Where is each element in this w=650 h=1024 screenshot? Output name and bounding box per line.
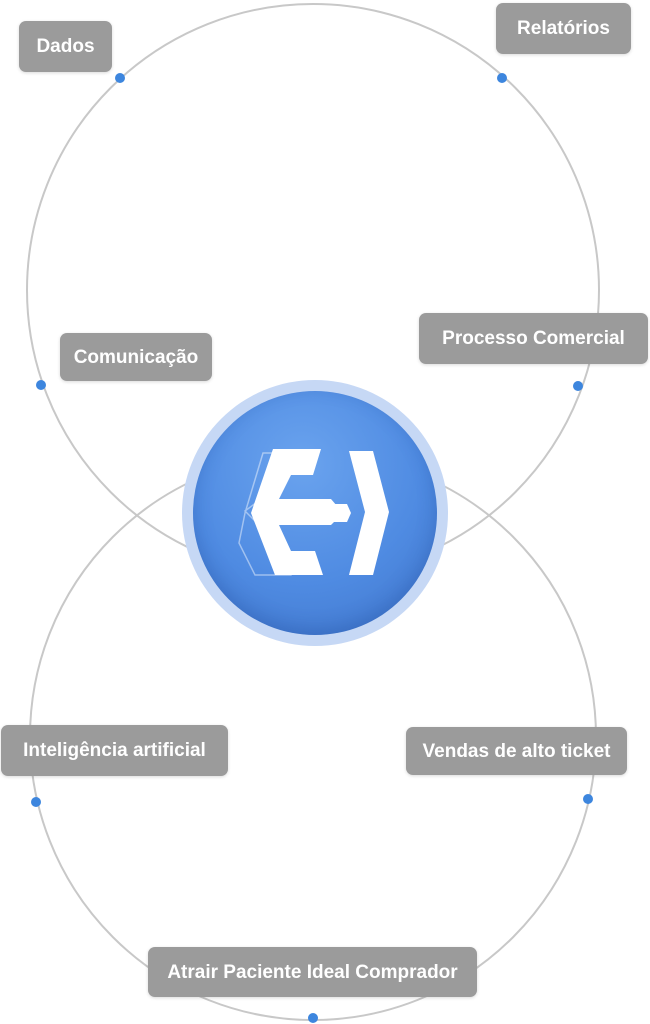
node-dot-relatorios bbox=[497, 73, 507, 83]
logo-e-chevron-icon bbox=[238, 449, 389, 576]
node-dot-vendas-alto-ticket bbox=[583, 794, 593, 804]
node-dot-dados bbox=[115, 73, 125, 83]
node-label-processo-comercial: Processo Comercial bbox=[419, 313, 648, 364]
node-label-relatorios: Relatórios bbox=[496, 3, 631, 54]
node-label-dados: Dados bbox=[19, 21, 112, 72]
node-dot-comunicacao bbox=[36, 380, 46, 390]
node-label-vendas-alto-ticket: Vendas de alto ticket bbox=[406, 727, 627, 775]
node-dot-atrair-paciente bbox=[308, 1013, 318, 1023]
node-label-atrair-paciente: Atrair Paciente Ideal Comprador bbox=[148, 947, 477, 997]
node-dot-inteligencia-artificial bbox=[31, 797, 41, 807]
node-dot-processo-comercial bbox=[573, 381, 583, 391]
node-label-inteligencia-artificial: Inteligência artificial bbox=[1, 725, 228, 776]
node-label-comunicacao: Comunicação bbox=[60, 333, 212, 381]
